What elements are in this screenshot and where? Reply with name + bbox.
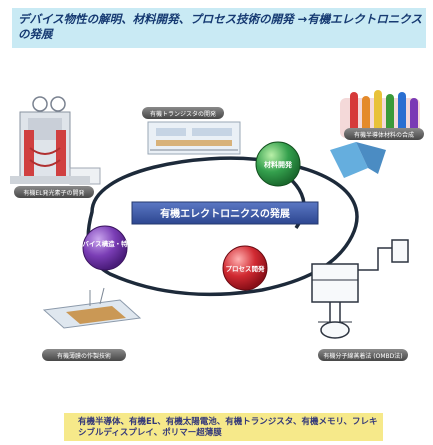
applications-text: 有機半導体、有機EL、有機太陽電池、有機トランジスタ、有機メモリ、フレキシブルデ…	[78, 417, 378, 438]
transistor-badge-label: 有機トランジスタの開発	[150, 110, 216, 118]
transistor-badge	[142, 107, 224, 119]
applications-box: 有機半導体、有機EL、有機太陽電池、有機トランジスタ、有機メモリ、フレキシブルデ…	[64, 413, 383, 441]
node-process	[222, 245, 268, 291]
material-synthesis-badge-label: 有機半導体材料の合成	[354, 131, 414, 139]
el-analysis-badge-label: 有機EL発光素子の開発	[23, 189, 84, 197]
node-process-label: プロセス開発	[226, 264, 266, 273]
node-device-label: デバイス構造・特性	[76, 239, 135, 248]
center-label: 有機エレクトロニクスの発展	[160, 207, 290, 220]
thin-film-illustration	[42, 287, 142, 329]
material-synthesis-badge	[344, 128, 424, 140]
node-device	[82, 225, 128, 271]
node-material-label: 材料開発	[263, 160, 293, 169]
transistor-illustration	[147, 121, 241, 155]
vacuum-deposition-badge	[318, 349, 408, 361]
device-apparatus-illustration	[10, 96, 101, 185]
crystal-illustration	[330, 142, 386, 178]
center-label-box	[131, 201, 319, 225]
vacuum-apparatus-illustration	[311, 239, 409, 339]
thin-film-badge	[42, 349, 126, 361]
node-material	[255, 141, 301, 187]
el-analysis-badge	[14, 186, 94, 198]
vacuum-deposition-badge-label: 有機分子線蒸着法 (OMBD法)	[323, 352, 402, 360]
connection-ring	[86, 156, 359, 297]
title-banner: デバイス物性の解明、材料開発、プロセス技術の開発 →有機エレクトロニクスの発展	[12, 8, 426, 48]
thin-film-badge-label: 有機薄膜の作製技術	[57, 352, 111, 360]
page-title: デバイス物性の解明、材料開発、プロセス技術の開発 →有機エレクトロニクスの発展	[18, 12, 422, 41]
